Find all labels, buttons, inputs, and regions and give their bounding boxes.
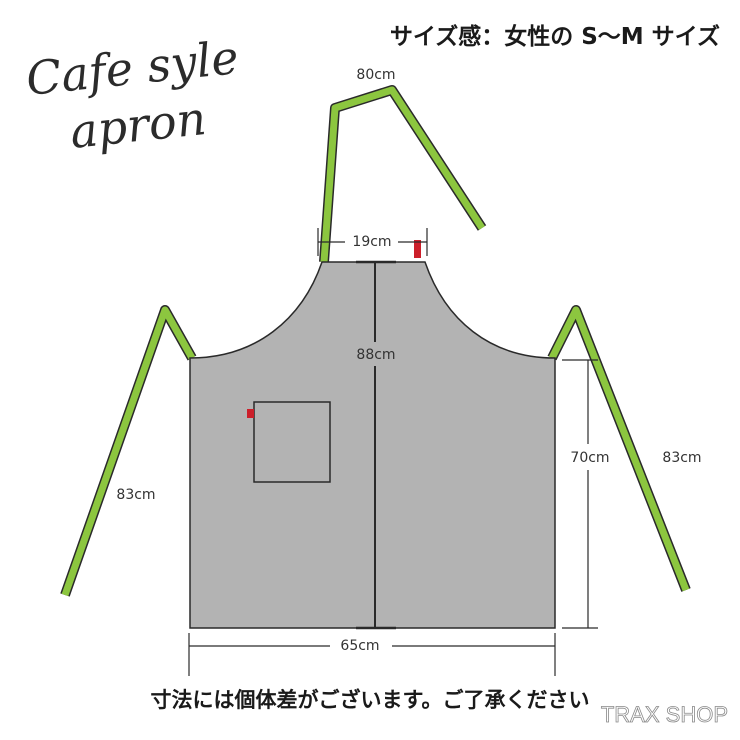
total-length-label: 88cm (356, 347, 395, 363)
total-length-dimension (356, 260, 396, 630)
top-width-label: 19cm (352, 234, 391, 250)
apron-body (189, 261, 556, 629)
footer-note: 寸法には個体差がございます。ご了承ください (151, 688, 590, 712)
title-line-2: apron (68, 91, 209, 159)
neck-strap-length-label: 80cm (356, 67, 395, 83)
title-line-1: Cafe syle (24, 30, 242, 106)
right-tie-strap (547, 305, 691, 592)
top-width-dimension (317, 228, 428, 256)
neck-tag (414, 240, 421, 258)
apron-pocket (253, 401, 331, 483)
left-tie-length-label: 83cm (116, 487, 155, 503)
watermark-text: TRAX SHOP (601, 702, 728, 727)
right-tie-length-label: 83cm (662, 450, 701, 466)
bottom-width-label: 65cm (340, 638, 379, 654)
pocket-tag (247, 409, 254, 418)
left-tie-strap (60, 305, 197, 597)
bottom-width-dimension (188, 633, 556, 676)
body-length-label: 70cm (570, 450, 609, 466)
size-note: サイズ感：女性の S〜M サイズ (390, 23, 720, 50)
body-length-dimension (562, 359, 598, 629)
neck-strap (319, 85, 487, 263)
